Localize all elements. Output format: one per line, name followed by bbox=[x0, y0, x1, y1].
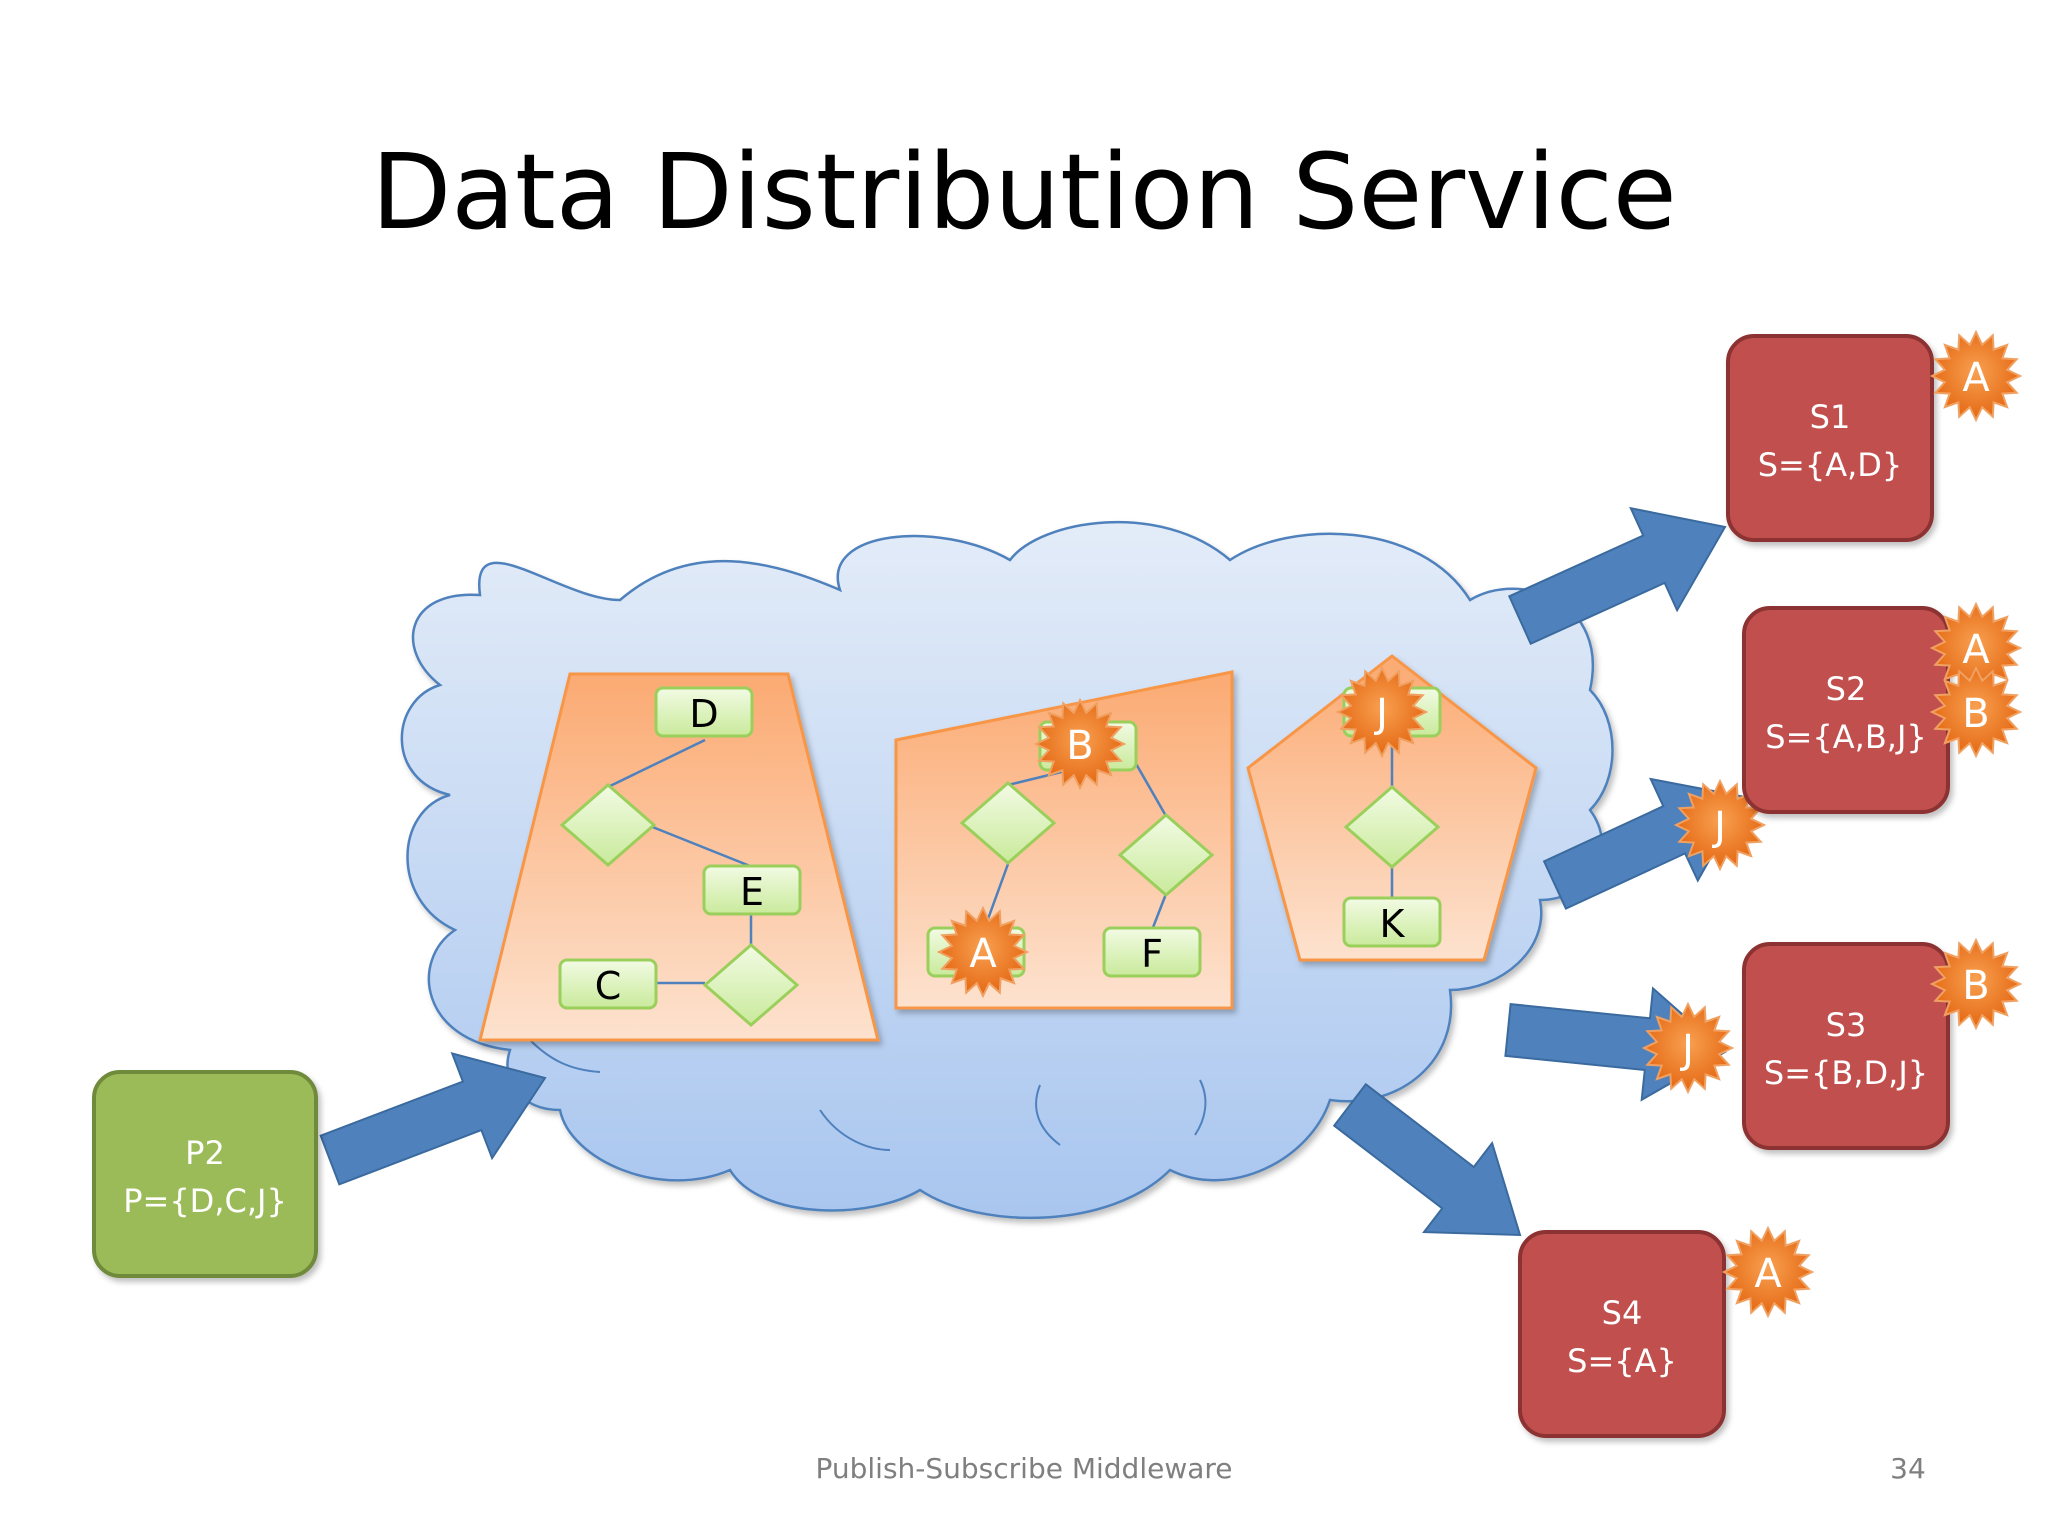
domain-pentagon: K J bbox=[1246, 654, 1538, 962]
svg-text:J: J bbox=[1711, 804, 1726, 850]
starburst-badge bbox=[1335, 665, 1429, 759]
subscriber-s1: S1 S={A,D} A bbox=[1726, 329, 2023, 542]
starburst-badge bbox=[1929, 329, 2023, 423]
svg-text:A: A bbox=[969, 931, 997, 977]
arrow-p2-to-cloud bbox=[319, 1052, 547, 1186]
subscriber-name: S2 bbox=[1826, 670, 1867, 708]
node-f: F bbox=[1102, 926, 1202, 978]
subscriber-badge: A bbox=[1962, 627, 1990, 673]
svg-text:K: K bbox=[1380, 902, 1406, 946]
domain-quad: F B A bbox=[894, 670, 1234, 1010]
svg-text:F: F bbox=[1141, 932, 1163, 976]
starburst-badge bbox=[1929, 937, 2023, 1031]
slide-footer: Publish-Subscribe Middleware bbox=[815, 1452, 1232, 1485]
publisher-name: P2 bbox=[185, 1134, 225, 1172]
node-j-star: J bbox=[1335, 665, 1429, 759]
slide-title: Data Distribution Service bbox=[371, 131, 1677, 253]
svg-text:D: D bbox=[689, 692, 718, 736]
subscriber-set: S={A,D} bbox=[1758, 446, 1903, 484]
node-c: C bbox=[558, 958, 658, 1010]
starburst-badge bbox=[1641, 1001, 1735, 1095]
svg-text:E: E bbox=[740, 870, 764, 914]
arrow-badge-s3: J bbox=[1641, 1001, 1735, 1095]
subscriber-s4: S4 S={A} A bbox=[1518, 1225, 1815, 1438]
node-k: K bbox=[1342, 896, 1442, 948]
starburst-badge bbox=[1033, 697, 1127, 791]
block-arrow bbox=[1507, 506, 1727, 646]
subscriber-name: S4 bbox=[1602, 1294, 1643, 1332]
svg-text:J: J bbox=[1679, 1027, 1694, 1073]
subscriber-badge: B bbox=[1962, 963, 1989, 1009]
subscriber-set: S={A} bbox=[1567, 1342, 1677, 1380]
svg-text:B: B bbox=[1066, 723, 1093, 769]
subscriber-name: S1 bbox=[1810, 398, 1851, 436]
subscriber-badge: A bbox=[1754, 1251, 1782, 1297]
svg-text:C: C bbox=[595, 964, 622, 1008]
svg-text:J: J bbox=[1373, 691, 1388, 737]
subscriber-badge: B bbox=[1962, 691, 1989, 737]
publisher-p2: P2 P={D,C,J} bbox=[92, 1070, 318, 1278]
subscriber-badge: A bbox=[1962, 355, 1990, 401]
subscriber-s3: S3 S={B,D,J} B bbox=[1742, 937, 2023, 1150]
publisher-set: P={D,C,J} bbox=[123, 1182, 287, 1220]
node-e: E bbox=[702, 864, 802, 916]
subscriber-s2: S2 S={A,B,J} A B bbox=[1742, 601, 2023, 814]
arrow-to-s4 bbox=[1332, 1082, 1522, 1237]
node-d: D bbox=[654, 686, 754, 738]
block-arrow bbox=[319, 1052, 547, 1186]
subscriber-set: S={B,D,J} bbox=[1764, 1054, 1928, 1092]
node-b-star: B bbox=[1033, 697, 1127, 791]
subscriber-name: S3 bbox=[1826, 1006, 1867, 1044]
page-number: 34 bbox=[1890, 1452, 1926, 1485]
arrow-badge-s2: J bbox=[1673, 778, 1767, 872]
starburst-badge bbox=[1929, 665, 2023, 759]
starburst-badge bbox=[936, 905, 1030, 999]
domain-trapezoid: D E C bbox=[478, 672, 880, 1042]
node-a-star: A bbox=[936, 905, 1030, 999]
block-arrow bbox=[1332, 1082, 1522, 1237]
subscriber-set: S={A,B,J} bbox=[1765, 718, 1926, 756]
starburst-badge bbox=[1673, 778, 1767, 872]
starburst-badge bbox=[1721, 1225, 1815, 1319]
arrow-to-s1 bbox=[1507, 506, 1727, 646]
